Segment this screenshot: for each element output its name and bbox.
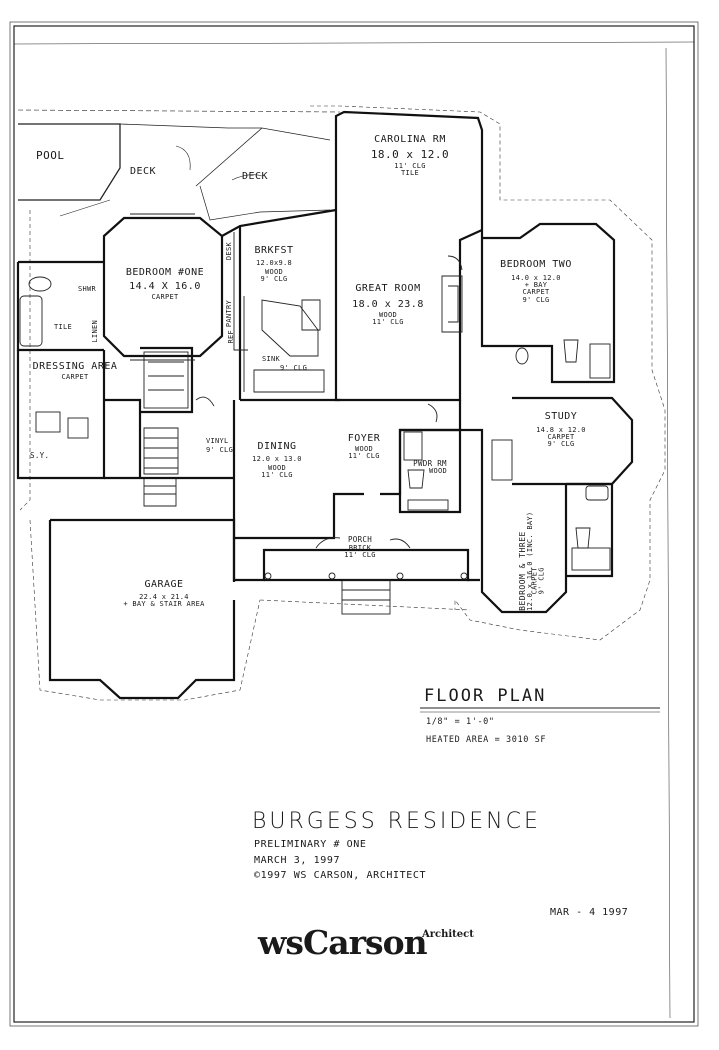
room-note: 9' CLG <box>522 295 550 304</box>
room-name: BRKFST <box>254 245 294 256</box>
room-name: GARAGE <box>144 579 184 590</box>
title-line-prelim: PRELIMINARY # ONE <box>254 839 367 850</box>
room-note: CARPET <box>151 293 179 301</box>
room-name: PORCH <box>347 535 373 544</box>
label-desk: DESK <box>225 242 233 261</box>
label-vinyl: VINYL <box>206 437 229 445</box>
room-note: WOOD <box>267 463 287 472</box>
title-block-rules <box>420 707 660 713</box>
room-note: 9' CLG <box>538 567 546 595</box>
label-sink-ceiling: 9' CLG <box>280 364 308 372</box>
room-foyer: FOYER WOOD 11' CLG <box>340 433 388 460</box>
brand-logo-subtitle: Architect <box>422 929 474 940</box>
exterior-walls <box>16 110 634 700</box>
project-name: BURGESS RESIDENCE <box>252 809 541 834</box>
room-bedroom-two: BEDROOM TWO 14.0 x 12.0 + BAY CARPET 9' … <box>484 259 588 304</box>
room-name: DRESSING AREA <box>32 361 118 372</box>
room-dims: 12.0 x 13.0 <box>252 454 302 463</box>
received-stamp-date: MAR - 4 1997 <box>550 907 629 918</box>
room-note: 11' CLG <box>261 471 293 480</box>
scale-note: 1/8" = 1'-0" <box>426 717 495 727</box>
room-note: + BAY <box>524 280 548 289</box>
label-sink: SINK <box>262 355 281 363</box>
room-great-room: GREAT ROOM 18.0 x 23.8 WOOD 11' CLG <box>338 283 438 327</box>
room-dims: 14.0 x 12.0 <box>511 273 561 282</box>
room-note: 11' CLG <box>394 162 426 171</box>
room-note: BRICK <box>348 543 372 552</box>
room-dressing-area: DRESSING AREA CARPET <box>24 361 126 381</box>
label-pantry: PANTRY <box>225 300 233 328</box>
room-note: 9' CLG <box>260 275 288 284</box>
room-note: WOOD <box>354 444 374 453</box>
room-dims: 22.4 x 21.4 <box>139 592 189 601</box>
room-note: CARPET <box>61 372 89 381</box>
room-powder: PWDR RM WOOD <box>404 460 456 475</box>
label-linen: LINEN <box>91 320 99 343</box>
label-shower: SHWR <box>78 285 97 293</box>
label-ref: REF <box>227 330 235 344</box>
room-note: WOOD <box>264 267 284 276</box>
room-bedroom-one: BEDROOM #ONE 14.4 X 16.0 CARPET <box>110 267 220 301</box>
room-dining: DINING 12.0 x 13.0 WOOD 11' CLG <box>244 441 310 480</box>
room-note: CARPET <box>547 432 575 441</box>
room-dims: 18.0 x 23.8 <box>352 298 424 310</box>
room-note: WOOD <box>428 466 448 475</box>
room-carolina: CAROLINA RM 18.0 x 12.0 11' CLG TILE <box>350 134 470 178</box>
room-name: STUDY <box>544 411 578 422</box>
room-note: 11' CLG <box>348 451 380 460</box>
room-name: PWDR RM <box>413 459 447 468</box>
room-dims: 18.0 x 12.0 <box>370 147 450 161</box>
room-note: 11' CLG <box>372 318 404 327</box>
room-note: 11' CLG <box>344 551 376 560</box>
label-sy: S.Y. <box>30 451 50 460</box>
room-breakfast: BRKFST 12.0x9.8 WOOD 9' CLG <box>250 245 298 284</box>
title-line-copyright: ©1997 WS CARSON, ARCHITECT <box>254 870 427 881</box>
room-note: WOOD <box>378 311 398 319</box>
brand-logo-name: wsCarson <box>258 923 428 962</box>
pool-label: POOL <box>36 149 65 162</box>
room-name: GREAT ROOM <box>355 283 421 294</box>
interior-details <box>19 213 611 615</box>
room-name: CAROLINA RM <box>374 134 446 145</box>
pool-deck-area <box>17 109 341 221</box>
room-name: DINING <box>257 441 297 452</box>
room-note: 9' CLG <box>547 440 575 449</box>
heated-area: HEATED AREA = 3010 SF <box>426 735 547 745</box>
roof-outline <box>19 105 666 701</box>
room-note: TILE <box>400 169 420 178</box>
room-study: STUDY 14.8 x 12.0 CARPET 9' CLG <box>516 411 606 449</box>
room-note: CARPET <box>522 288 550 297</box>
plan-title: FLOOR PLAN <box>424 686 547 706</box>
room-garage: GARAGE 22.4 x 21.4 + BAY & STAIR AREA <box>106 579 222 608</box>
label-vinyl-ceiling: 9' CLG <box>206 446 234 454</box>
room-dims: 12.0x9.8 <box>255 258 293 267</box>
room-note: + BAY & STAIR AREA <box>123 599 205 608</box>
label-tile: TILE <box>54 323 73 331</box>
sheet-border <box>9 21 699 1027</box>
room-dims: 14.8 x 12.0 <box>536 425 586 434</box>
deck-label-left: DECK <box>130 166 157 177</box>
room-dims: 14.4 X 16.0 <box>129 280 201 292</box>
room-name: FOYER <box>347 433 381 444</box>
room-name: BEDROOM #ONE <box>125 267 205 278</box>
room-porch: PORCH BRICK 11' CLG <box>334 536 386 560</box>
title-line-date: MARCH 3, 1997 <box>254 855 341 866</box>
deck-label-right: DECK <box>242 171 269 182</box>
room-bedroom-three-notes: CARPET 9' CLG <box>531 524 547 595</box>
room-name: BEDROOM TWO <box>500 259 572 270</box>
